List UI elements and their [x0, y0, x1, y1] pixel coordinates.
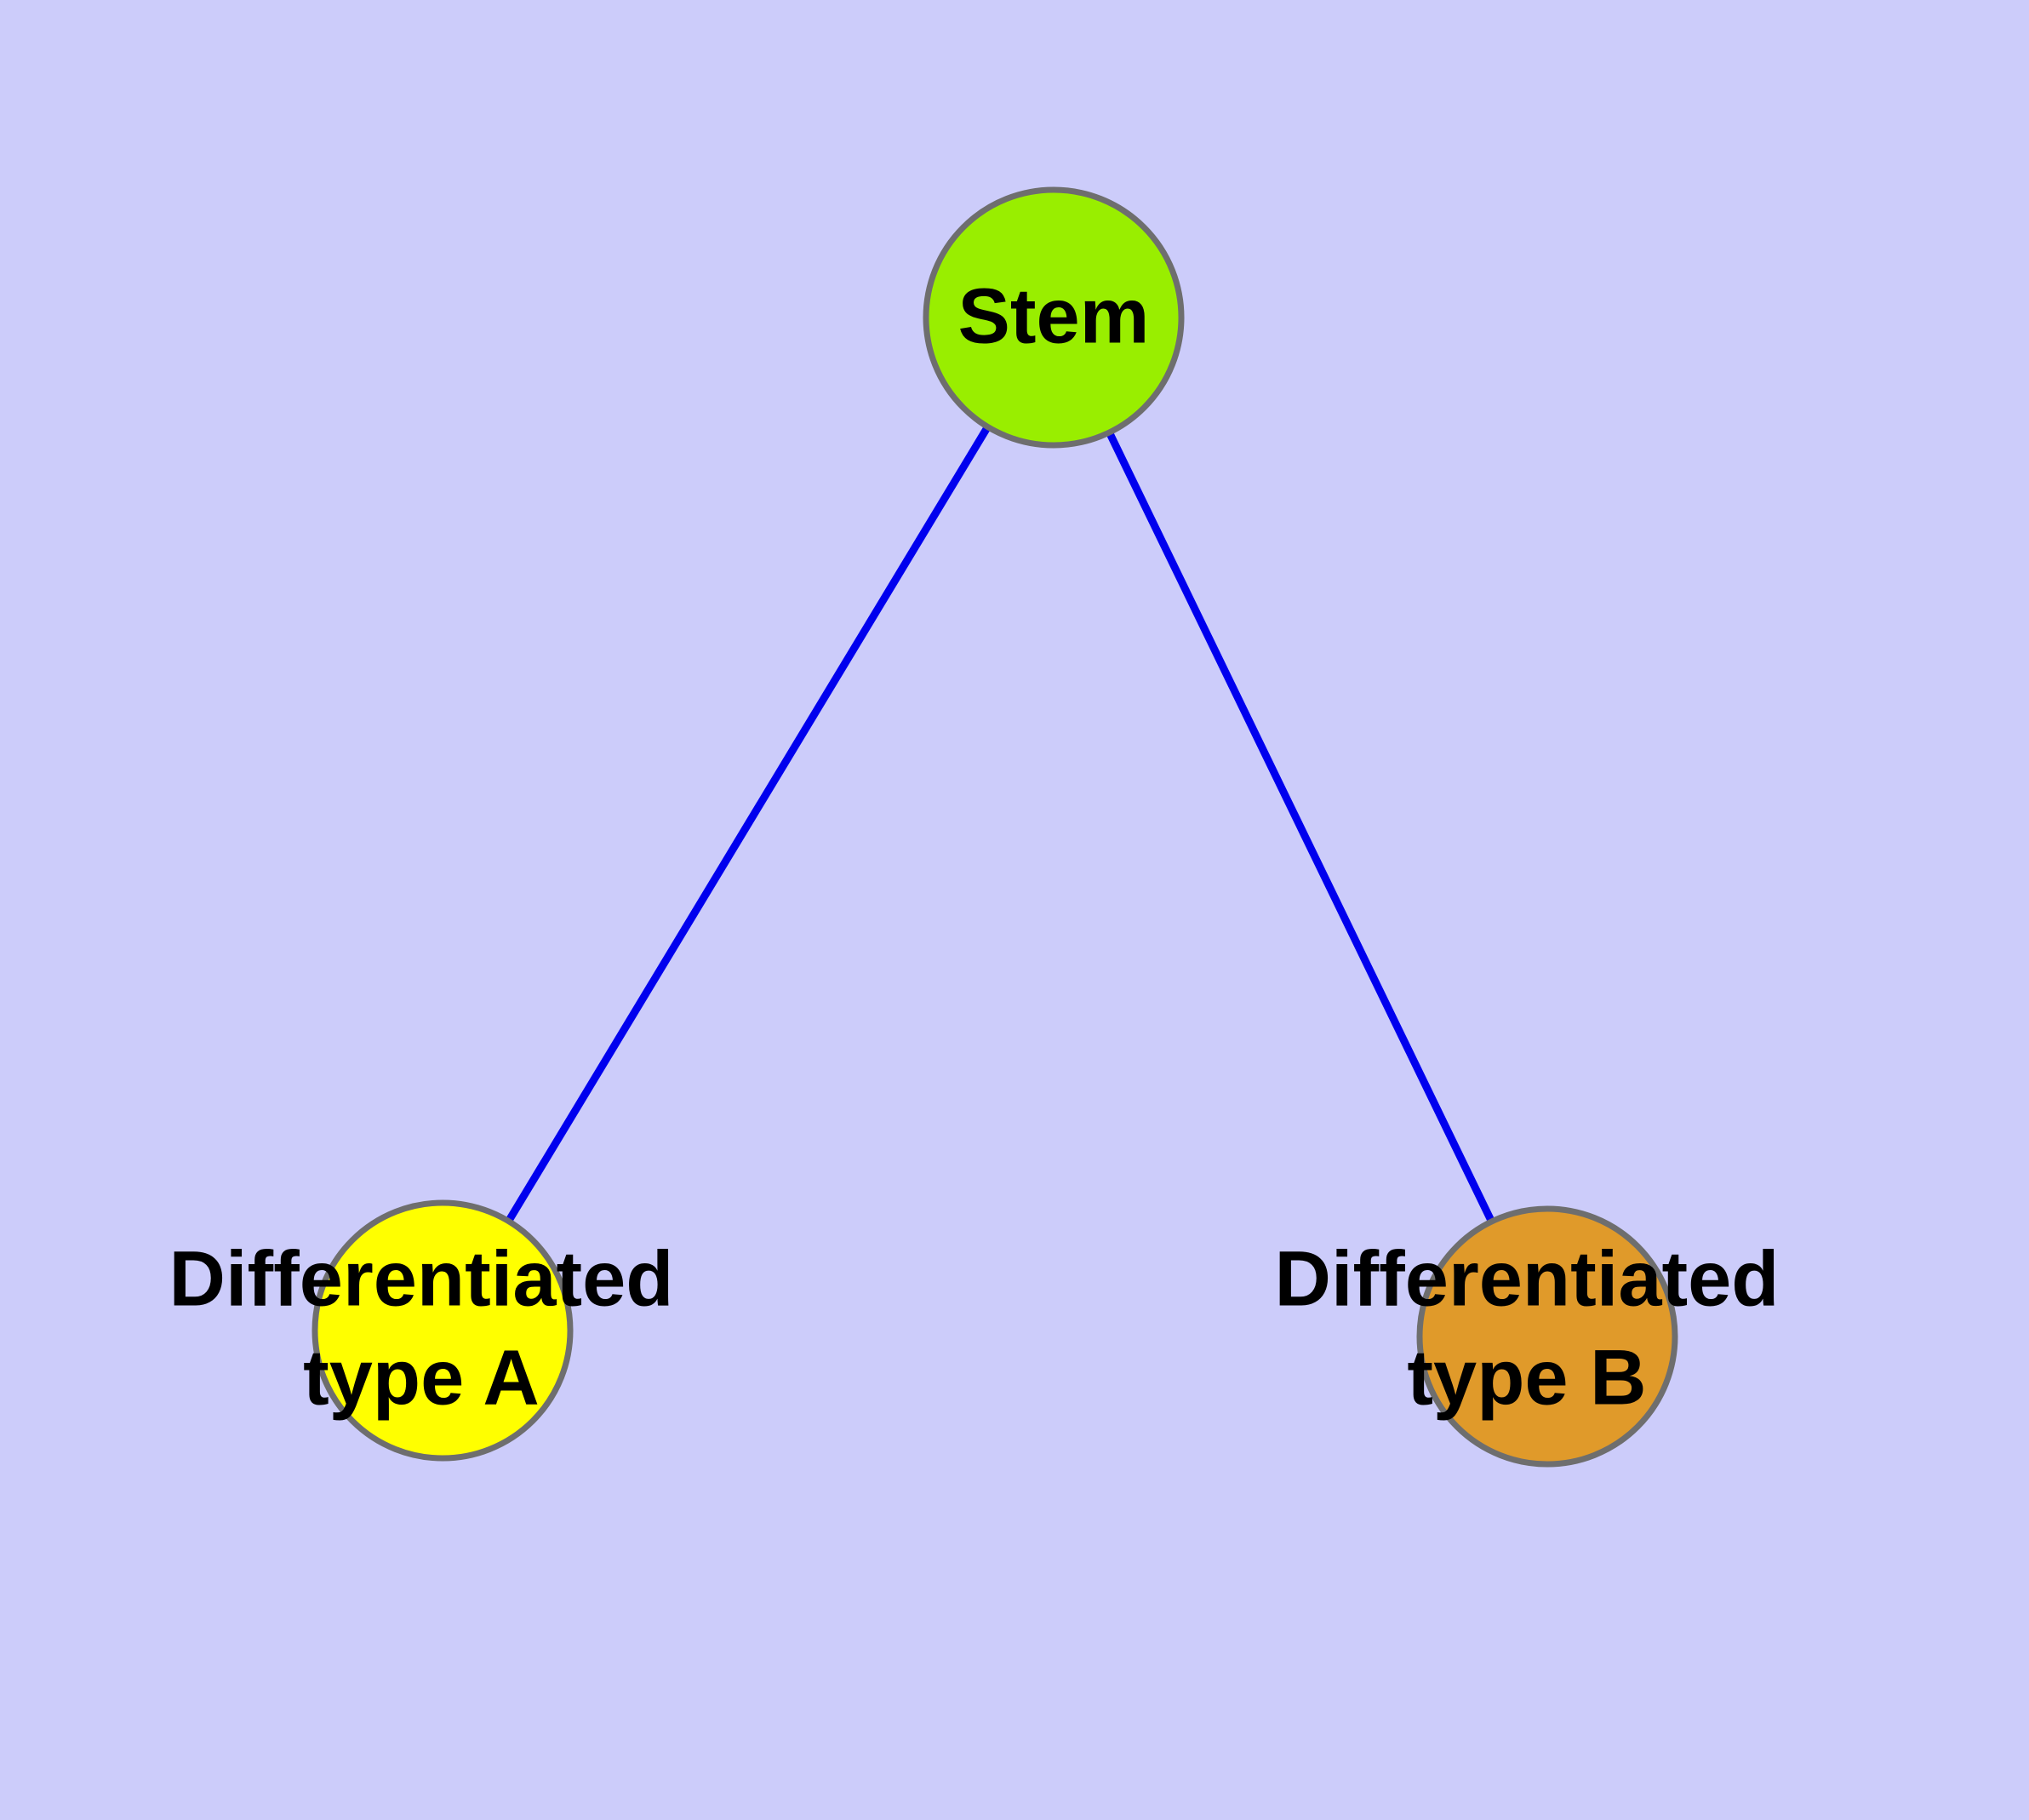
node-diff-b-label-line-1: Differentiated — [1275, 1235, 1780, 1322]
node-stem-label-line-1: Stem — [958, 272, 1150, 359]
node-diff-a[interactable] — [311, 1199, 574, 1462]
label-layer: Stem Differentiated type A Differentiate… — [169, 272, 1780, 1421]
node-diff-a-label-line-1: Differentiated — [169, 1235, 674, 1322]
edge-stem-to-diff-b[interactable] — [1049, 316, 1552, 1338]
edge-stem-to-diff-a[interactable] — [439, 315, 1057, 1333]
node-diff-b-label-line-2: type B — [1407, 1334, 1646, 1421]
node-stem[interactable] — [923, 186, 1185, 449]
edge-layer — [439, 315, 1552, 1338]
node-diff-a-label-line-2: type A — [303, 1334, 540, 1421]
node-diff-a-circle[interactable] — [311, 1199, 574, 1462]
node-stem-circle[interactable] — [923, 186, 1185, 449]
node-diff-b[interactable] — [1416, 1205, 1678, 1468]
node-diff-b-circle[interactable] — [1416, 1205, 1678, 1468]
